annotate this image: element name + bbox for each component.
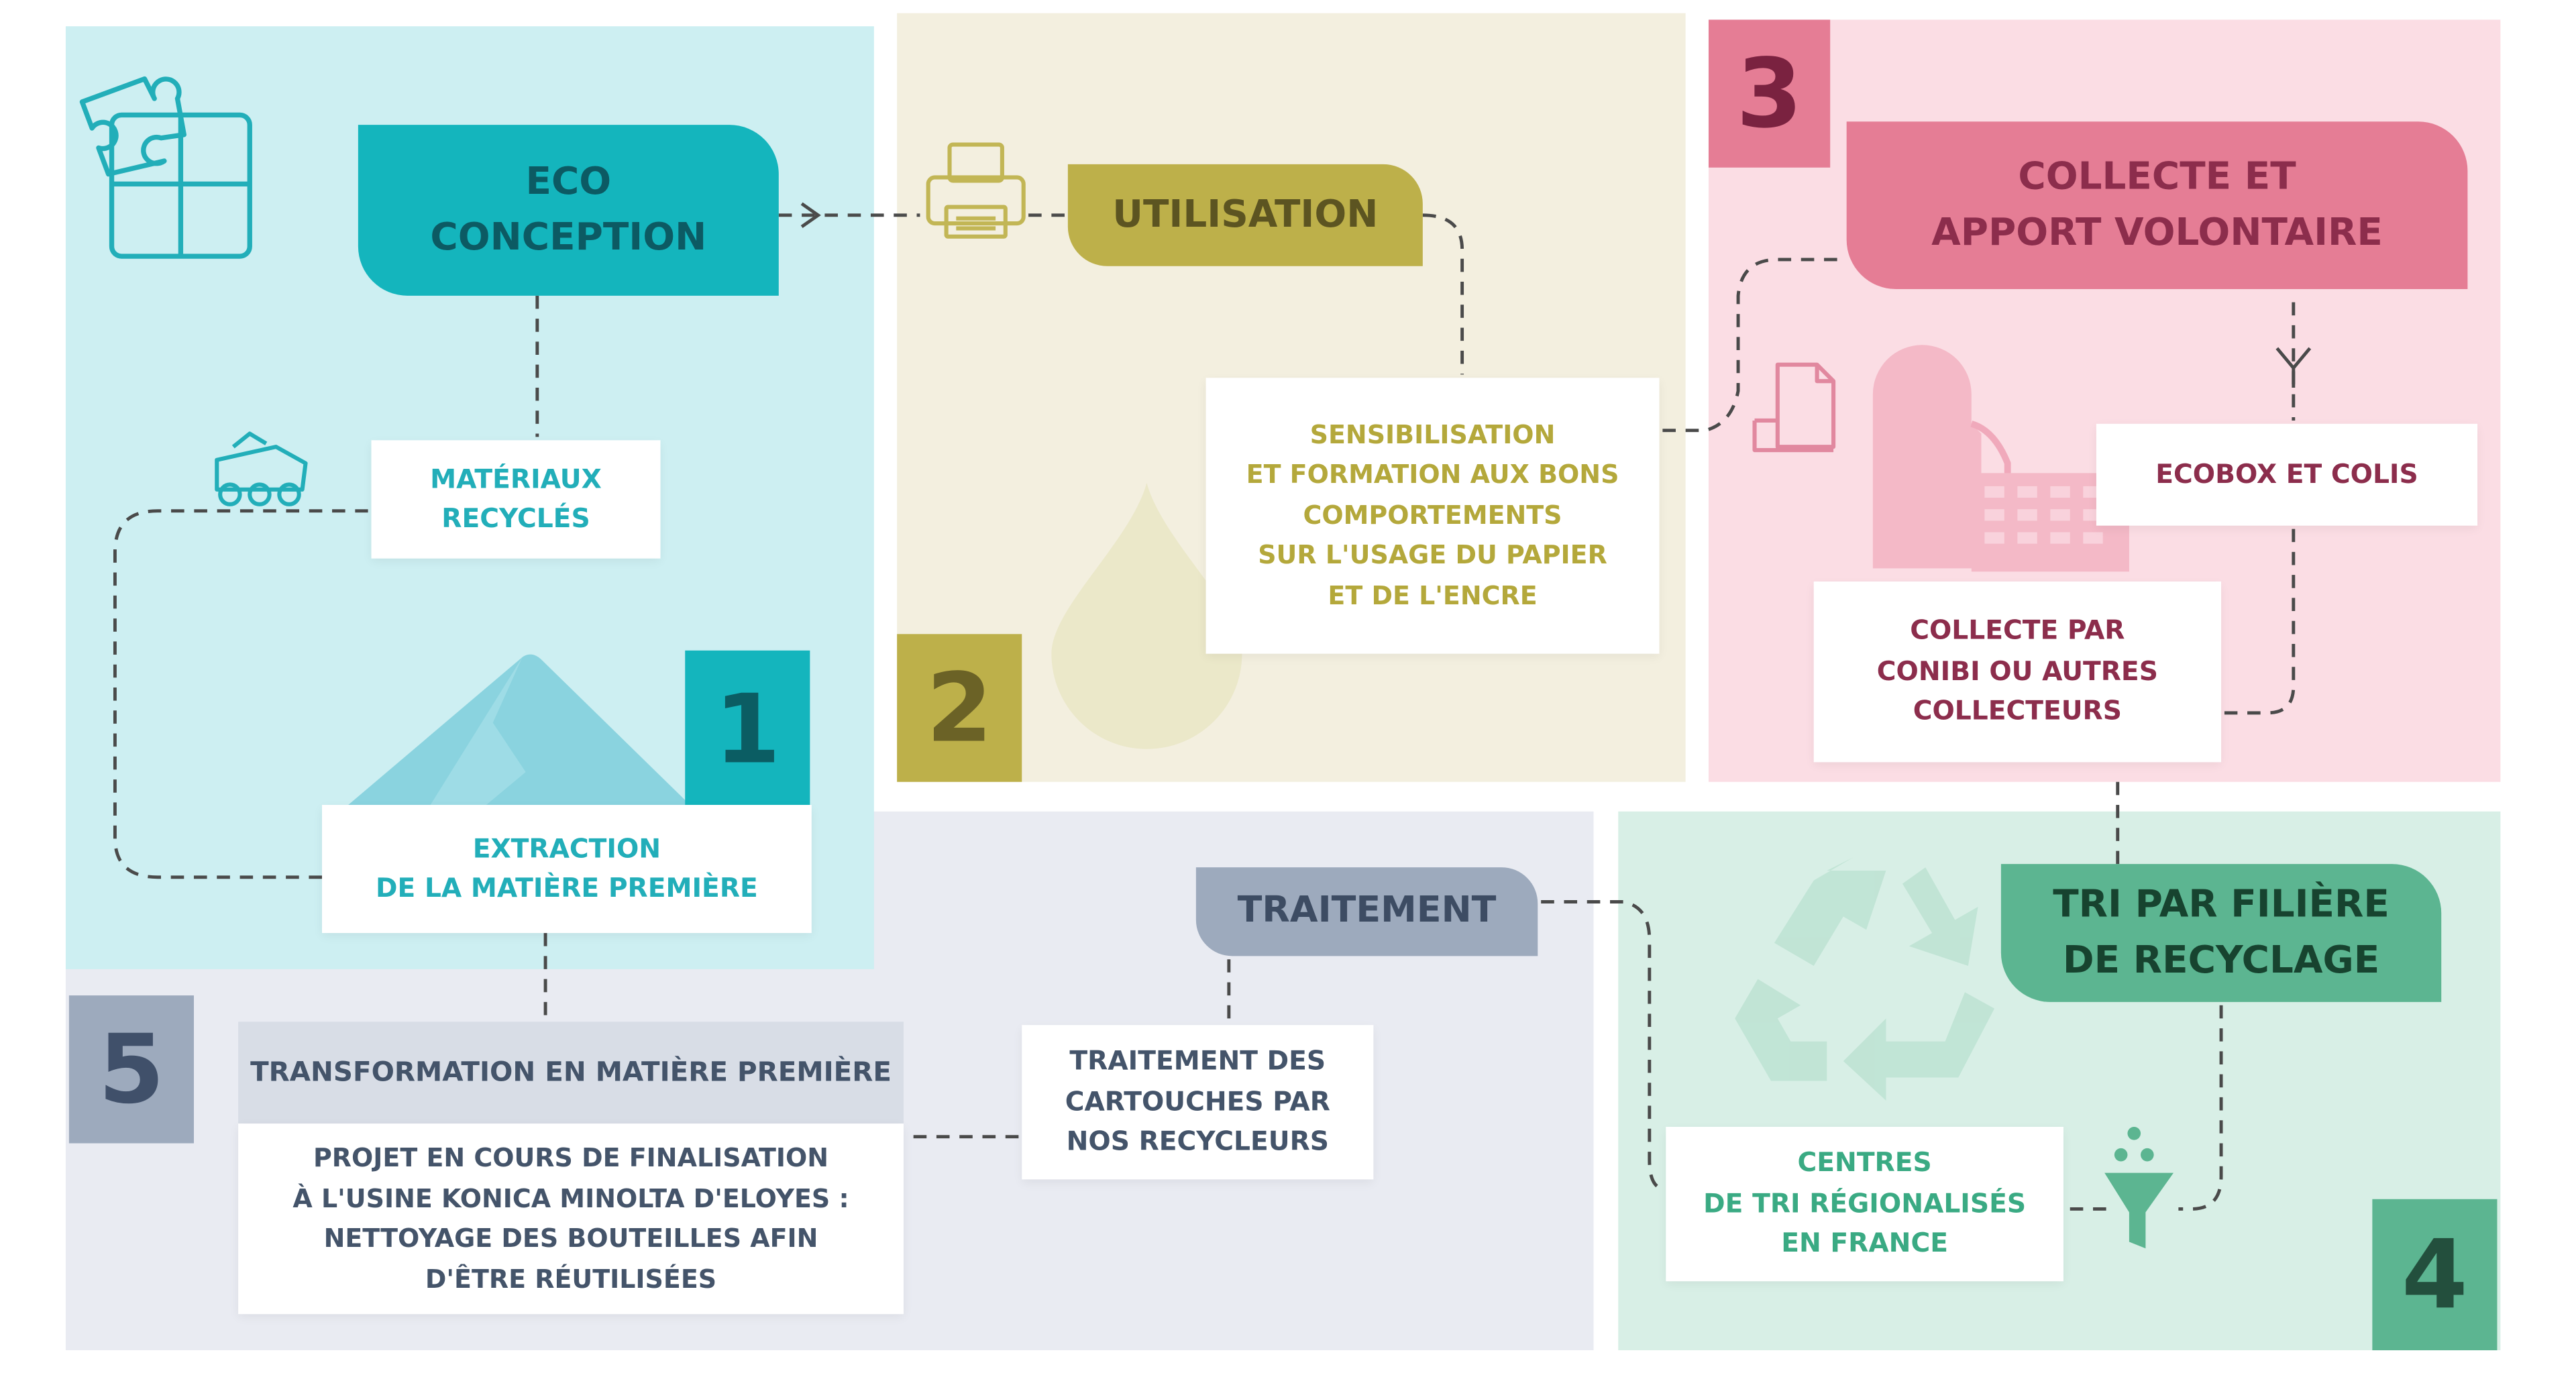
- card-materiaux-recycles: MATÉRIAUX RECYCLÉS: [371, 440, 661, 559]
- card-centres-de-tri: CENTRES DE TRI RÉGIONALISÉS EN FRANCE: [1666, 1127, 2063, 1282]
- card-projet-eloyes: PROJET EN COURS DE FINALISATION À L'USIN…: [238, 1123, 904, 1315]
- ink-drop-icon: [1051, 483, 1242, 749]
- document-icon: [1752, 362, 1836, 453]
- header-collecte: COLLECTE ET APPORT VOLONTAIRE: [1846, 121, 2468, 290]
- step-number-2: 2: [897, 634, 1022, 782]
- arrow-icon: [800, 202, 821, 228]
- mining-truck-icon: [215, 431, 308, 506]
- header-eco-conception: ECO CONCEPTION: [358, 125, 779, 296]
- header-tri: TRI PAR FILIÈRE DE RECYCLAGE: [2000, 864, 2442, 1002]
- header-transformation: TRANSFORMATION EN MATIÈRE PREMIÈRE: [238, 1022, 904, 1124]
- mountain-icon: [348, 654, 690, 806]
- header-utilisation: UTILISATION: [1067, 164, 1423, 266]
- printer-icon: [926, 142, 1026, 239]
- building-icon: [1872, 345, 2129, 572]
- dashed-connectors: [113, 213, 2296, 1211]
- card-collecte-conibi: COLLECTE PAR CONIBI OU AUTRES COLLECTEUR…: [1813, 581, 2222, 763]
- recycle-icon: [1735, 857, 1995, 1101]
- step-number-4: 4: [2372, 1199, 2498, 1351]
- step-number-3: 3: [1708, 19, 1831, 168]
- step-number-1: 1: [685, 650, 810, 808]
- card-ecobox: ECOBOX ET COLIS: [2096, 423, 2478, 526]
- puzzle-icon: [79, 76, 252, 259]
- card-traitement-cartouches: TRAITEMENT DES CARTOUCHES PAR NOS RECYCL…: [1022, 1025, 1374, 1180]
- funnel-icon: [2104, 1127, 2174, 1249]
- header-traitement: TRAITEMENT: [1195, 867, 1538, 956]
- card-sensibilisation: SENSIBILISATION ET FORMATION AUX BONS CO…: [1205, 378, 1660, 654]
- step-number-5: 5: [68, 995, 194, 1144]
- merge-arrow-icon: [2275, 347, 2312, 388]
- card-extraction: EXTRACTION DE LA MATIÈRE PREMIÈRE: [322, 805, 812, 934]
